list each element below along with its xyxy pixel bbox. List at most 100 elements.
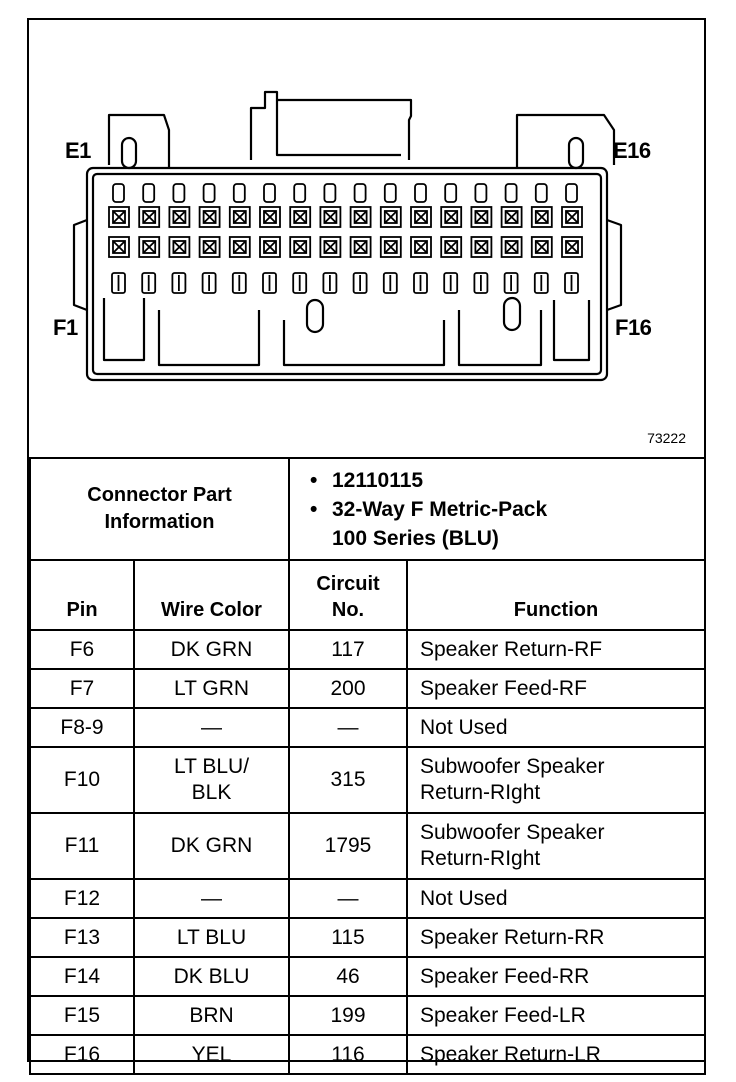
function-cell: Speaker Return-RF	[405, 629, 707, 670]
table-row: F6 DK GRN 117 Speaker Return-RF	[29, 629, 707, 670]
circuit-cell-text: 315	[330, 768, 366, 791]
function-cell-text: Speaker Return-RR	[420, 925, 605, 949]
pin-latch-bottom	[231, 272, 247, 294]
pin-cavity-e	[259, 206, 281, 228]
pin-latch-top	[444, 183, 458, 203]
wire-color-cell-text: DK GRN	[170, 637, 253, 661]
wire-color-cell: —	[133, 878, 290, 919]
pin-cavity-f	[319, 236, 342, 258]
wire-color-cell-text: LT BLU/	[173, 755, 250, 778]
pin-latch-top	[263, 183, 276, 203]
table-row: F12——Not Used	[29, 878, 707, 919]
pin-cell-text: F14	[63, 964, 101, 988]
pin-latch-bottom	[382, 272, 398, 294]
figure-number: 73222	[647, 430, 686, 446]
circuit-cell-text: 200	[330, 676, 366, 700]
key-oval-right	[502, 296, 522, 332]
pin-latch-top	[534, 183, 548, 203]
circuit-cell: —	[288, 878, 408, 919]
pin-latch-bottom	[564, 272, 579, 294]
pin-cavity-e	[138, 206, 161, 228]
pin-cavity-f	[410, 236, 432, 258]
pin-latch-top	[142, 183, 156, 203]
connector-bottom-skirt	[102, 298, 146, 362]
circuit-cell-text: 117	[331, 637, 365, 661]
function-cell-text: Return-RIght	[420, 847, 541, 870]
pin-cell-text: F11	[64, 834, 100, 857]
wire-color-cell: DK GRN	[133, 812, 290, 880]
function-cell-text: Speaker Feed-RF	[420, 676, 587, 700]
pin-cavity-f	[228, 236, 251, 258]
wire-color-cell: BRN	[133, 995, 290, 1036]
pin-cavity-e	[410, 206, 432, 228]
connector-info-title: Connector Part Information	[29, 457, 290, 561]
pin-latch-top	[202, 183, 216, 203]
pin-latch-bottom	[443, 272, 459, 294]
pin-cavity-e	[108, 206, 130, 228]
function-cell-text: Speaker Return-LR	[420, 1042, 601, 1066]
pin-cell-text: F7	[69, 676, 95, 700]
function-cell: Not Used	[405, 707, 707, 748]
pin-cell: F12	[29, 878, 135, 919]
circuit-cell: 117	[288, 629, 408, 670]
pin-latch-top	[414, 183, 427, 203]
function-cell: Speaker Return-RR	[405, 917, 707, 958]
wire-color-cell: DK GRN	[133, 629, 290, 670]
function-cell: Not Used	[405, 878, 707, 919]
circuit-cell-text: 199	[330, 1003, 366, 1027]
pin-latch-top	[293, 183, 307, 203]
pin-cavity-f	[349, 236, 372, 258]
pin-cavity-e	[379, 206, 402, 228]
circuit-cell-text: —	[337, 886, 359, 910]
pin-cell: F7	[29, 668, 135, 709]
key-oval-center	[305, 298, 325, 334]
pin-latch-top	[474, 183, 488, 203]
pin-cavity-e	[168, 206, 191, 228]
pin-latch-top	[172, 183, 186, 203]
pin-cell: F10	[29, 746, 135, 814]
pin-latch-bottom	[352, 272, 368, 294]
function-cell: Speaker Feed-LR	[405, 995, 707, 1036]
pin-cavity-f	[168, 236, 191, 258]
wire-color-cell-text: —	[201, 715, 222, 739]
pin-latch-bottom	[171, 272, 187, 294]
pin-latch-bottom	[201, 272, 217, 294]
wire-color-cell-text: DK BLU	[173, 964, 250, 988]
function-cell: Speaker Feed-RR	[405, 956, 707, 997]
pin-latch-bottom	[141, 272, 157, 294]
pin-cavity-f	[530, 236, 553, 258]
function-cell-text: Return-RIght	[420, 781, 541, 804]
header-function: Function	[405, 559, 707, 631]
function-cell: Speaker Return-LR	[405, 1034, 707, 1075]
wire-color-cell: —	[133, 707, 290, 748]
pin-cavity-f	[198, 236, 221, 258]
pin-cavity-f	[470, 236, 493, 258]
connector-left-post	[107, 113, 171, 168]
circuit-cell-text: 1795	[324, 834, 372, 857]
pin-label-e16: E16	[613, 138, 651, 163]
circuit-cell-text: 115	[331, 925, 365, 949]
key-oval-e1	[120, 136, 138, 170]
connector-info-row: Connector Part Information 12110115 32-W…	[29, 457, 707, 561]
pin-cell: F16	[29, 1034, 135, 1075]
pin-cavity-e	[198, 206, 221, 228]
function-cell-text: Subwoofer Speaker	[420, 821, 605, 844]
wire-color-cell-text: DK GRN	[170, 834, 253, 857]
function-cell-text: Speaker Return-RF	[420, 637, 603, 661]
pin-cell: F6	[29, 629, 135, 670]
pin-latch-bottom	[473, 272, 489, 294]
pin-cavity-e	[561, 206, 583, 228]
pin-label-e1: E1	[65, 138, 91, 163]
pin-label-f1: F1	[53, 315, 78, 340]
pin-latch-bottom	[503, 272, 519, 294]
pin-cell: F15	[29, 995, 135, 1036]
pin-cavity-e	[228, 206, 251, 228]
wire-color-cell-text: BRN	[189, 1003, 234, 1027]
